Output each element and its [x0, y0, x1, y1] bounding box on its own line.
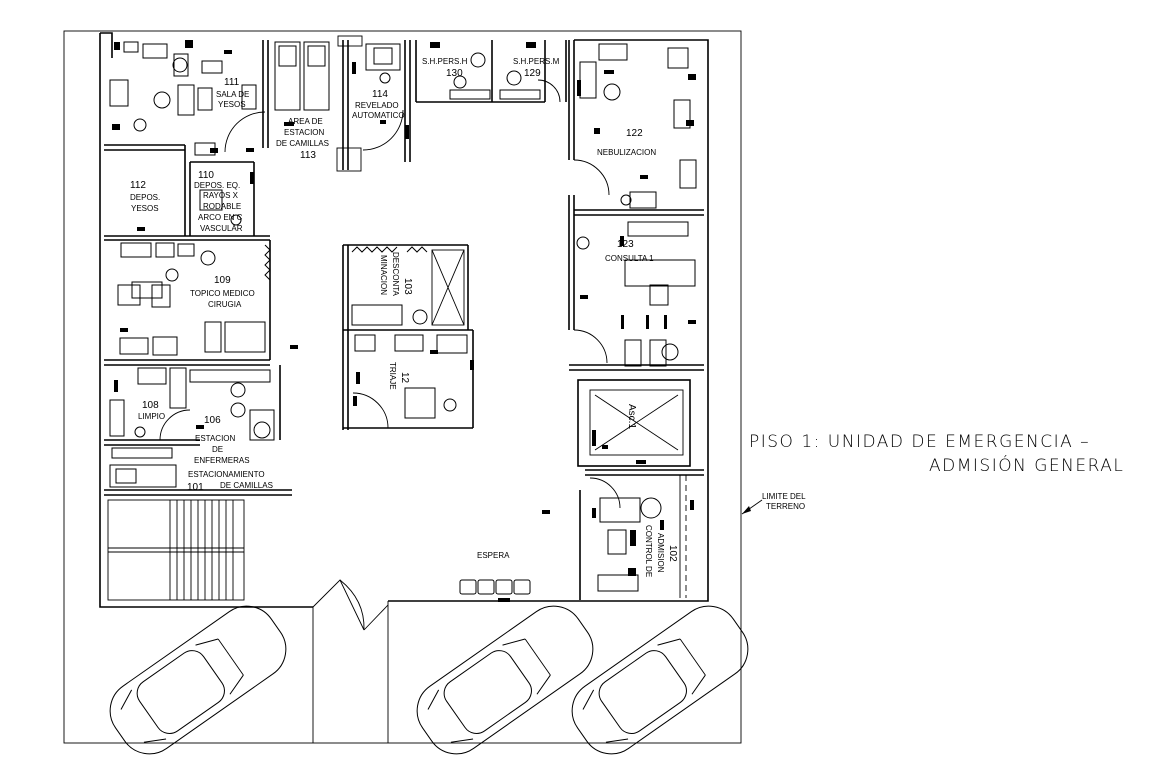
elevator-label: Asc.1	[626, 404, 637, 429]
room-110-name-5: VASCULAR	[200, 224, 243, 233]
building-outline	[99, 32, 709, 608]
room-103-name-2: MINACION	[379, 255, 388, 295]
room-129-number: 129	[524, 68, 541, 79]
door-swings	[159, 79, 621, 631]
plan-subtitle: ADMISIÓN GENERAL	[929, 454, 1124, 476]
room-112-name-2: YESOS	[131, 204, 159, 213]
room-123-name: CONSULTA 1	[605, 254, 654, 263]
room-102-name-2: ADMISION	[656, 533, 665, 573]
room-113-name-3: DE CAMILLAS	[276, 139, 329, 148]
stair-treads	[108, 500, 244, 600]
room-110-name-3: RODABLE	[203, 202, 241, 211]
room-108-number: 108	[142, 400, 159, 411]
room-122-name: NEBULIZACION	[597, 148, 656, 157]
room-123-number: 123	[617, 239, 634, 250]
boundary-label: LIMITE DEL	[762, 492, 806, 501]
room-114-name: REVELADO	[355, 101, 399, 110]
room-12-number: 12	[399, 372, 410, 384]
room-122-number: 122	[626, 128, 643, 139]
parked-car-1	[109, 605, 287, 755]
room-109-name: TOPICO MEDICO	[190, 289, 255, 298]
room-112-number: 112	[130, 180, 146, 191]
room-101-number: 101	[187, 482, 204, 493]
room-101-name-2: DE CAMILLAS	[220, 481, 273, 490]
boundary-arrowhead	[742, 506, 751, 514]
room-110-name-2: RAYOS X	[203, 191, 239, 200]
room-130-name: S.H.PERS.H	[422, 57, 468, 66]
room-12-name: TRIAJE	[388, 362, 397, 390]
room-110-name-4: ARCO EN C	[198, 213, 243, 222]
parked-car-2	[416, 605, 594, 755]
room-130-number: 130	[446, 68, 463, 79]
room-106-name-2: DE	[212, 445, 223, 454]
room-114-number: 114	[372, 89, 388, 100]
room-110-name: DEPOS. EQ.	[194, 181, 240, 190]
plan-title: PISO 1: UNIDAD DE EMERGENCIA –	[749, 432, 1090, 452]
solid-markers	[112, 40, 696, 602]
parked-car-3	[571, 605, 749, 755]
room-106-name: ESTACION	[195, 434, 236, 443]
boundary-label-2: TERRENO	[766, 502, 805, 511]
room-102-number: 102	[667, 545, 678, 562]
room-112-name: DEPOS.	[130, 193, 160, 202]
room-103-name: DESCONTA	[391, 252, 400, 297]
room-110-number: 110	[198, 170, 214, 181]
site-boundary	[63, 30, 742, 744]
room-106-number: 106	[204, 415, 221, 426]
room-108-name: LIMPIO	[138, 412, 165, 421]
room-109-name-2: CIRUGIA	[208, 300, 242, 309]
stairs	[107, 499, 245, 601]
room-111-number: 111	[224, 77, 240, 88]
equipment-symbols	[109, 41, 697, 595]
room-109-number: 109	[214, 275, 231, 286]
room-101-name: ESTACIONAMIENTO	[188, 470, 265, 479]
interior-walls	[104, 40, 704, 601]
room-129-name: S.H.PERS.M	[513, 57, 560, 66]
room-114-name-2: AUTOMATICO	[352, 111, 405, 120]
room-102-name: CONTROL DE	[644, 525, 653, 577]
room-113-name-2: ESTACION	[284, 128, 325, 137]
espera-label: ESPERA	[477, 551, 510, 560]
room-113-name: AREA DE	[288, 117, 323, 126]
room-113-number: 113	[300, 150, 316, 161]
room-111-name-2: YESOS	[218, 100, 246, 109]
room-111-name: SALA DE	[216, 90, 249, 99]
room-106-name-3: ENFERMERAS	[194, 456, 250, 465]
room-103-number: 103	[402, 278, 413, 295]
